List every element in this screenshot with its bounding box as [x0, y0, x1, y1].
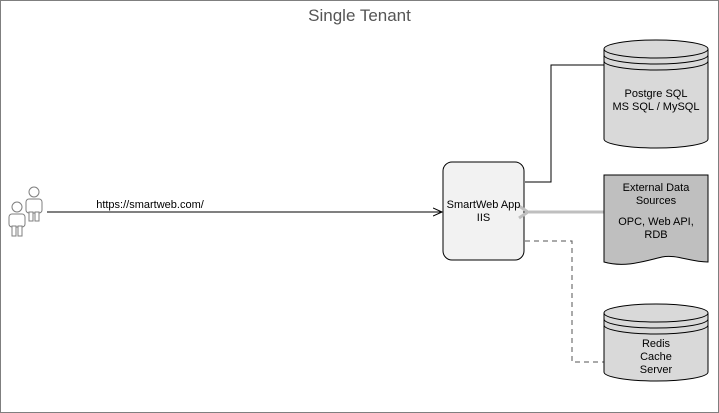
app-label-line2: IIS	[476, 212, 491, 224]
cache-cylinder	[603, 303, 709, 382]
database-label: Postgre SQL MS SQL / MySQL	[604, 88, 708, 114]
app-cache-connector	[525, 240, 604, 363]
users-icon	[8, 186, 43, 237]
app-label: SmartWeb App IIS	[443, 199, 524, 225]
external-label-line3: OPC, Web API,	[618, 216, 694, 228]
cache-label-line2: Cache	[640, 351, 672, 363]
app-label-line1: SmartWeb App	[446, 199, 521, 211]
cache-label-line3: Server	[639, 364, 673, 376]
app-database-connector	[525, 64, 604, 183]
database-cylinder	[603, 39, 709, 149]
database-label-line2: MS SQL / MySQL	[612, 101, 700, 113]
connection-url-label: https://smartweb.com/	[96, 199, 204, 211]
external-label: External Data Sources OPC, Web API, RDB	[604, 182, 708, 242]
external-data-sources-node	[603, 174, 709, 265]
external-label-line1: External Data	[622, 182, 690, 194]
external-label-line2: Sources	[635, 195, 677, 207]
cache-label-line1: Redis	[641, 338, 671, 350]
external-label-line4: RDB	[644, 229, 668, 241]
database-label-line1: Postgre SQL	[624, 88, 688, 100]
cache-label: Redis Cache Server	[604, 338, 708, 377]
diagram-title: Single Tenant	[308, 6, 411, 25]
